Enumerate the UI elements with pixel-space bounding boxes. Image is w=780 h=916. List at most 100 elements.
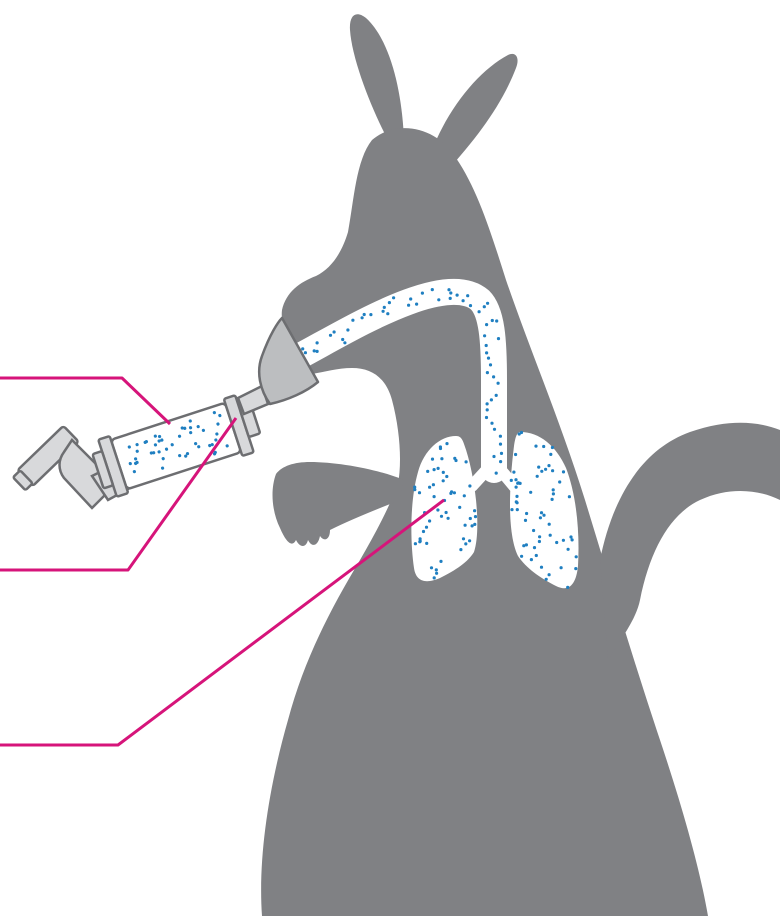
particle-dot <box>440 515 443 518</box>
particle-dot <box>313 349 316 352</box>
particle-dot <box>542 445 545 448</box>
particle-dot <box>544 468 547 471</box>
particle-dot <box>492 375 495 378</box>
particle-dot <box>439 447 442 450</box>
particle-dot <box>486 402 489 405</box>
particle-dot <box>333 330 336 333</box>
particle-dot <box>510 508 513 511</box>
particle-dot <box>454 459 457 462</box>
particle-dot <box>316 341 319 344</box>
particle-dot <box>525 543 528 546</box>
particle-dot <box>552 488 555 491</box>
particle-dot <box>466 294 469 297</box>
particle-dot <box>428 519 431 522</box>
particle-dot <box>486 408 489 411</box>
particle-dot <box>535 554 538 557</box>
particle-dot <box>388 301 391 304</box>
particle-dot <box>571 538 574 541</box>
particle-dot <box>413 486 416 489</box>
particle-dot <box>547 464 550 467</box>
particle-dot <box>491 319 494 322</box>
particle-dot <box>473 509 476 512</box>
particle-dot <box>499 443 502 446</box>
particle-dot <box>558 480 561 483</box>
particle-dot <box>361 316 364 319</box>
particle-dot <box>437 467 440 470</box>
particle-dot <box>492 455 495 458</box>
particle-dot <box>562 539 565 542</box>
particle-dot <box>450 490 453 493</box>
particle-dot <box>540 470 543 473</box>
particle-dot <box>462 537 465 540</box>
particle-dot <box>516 508 519 511</box>
particle-dot <box>536 475 539 478</box>
particle-dot <box>514 478 517 481</box>
particle-dot <box>537 466 540 469</box>
particle-dot <box>549 534 552 537</box>
particle-dot <box>435 568 438 571</box>
particle-dot <box>392 296 395 299</box>
particle-dot <box>445 442 448 445</box>
particle-dot <box>431 288 434 291</box>
particle-dot <box>539 516 542 519</box>
particle-dot <box>562 470 565 473</box>
particle-dot <box>524 519 527 522</box>
particle-dot <box>497 337 500 340</box>
particle-dot <box>485 344 488 347</box>
particle-dot <box>487 357 490 360</box>
particle-dot <box>449 291 452 294</box>
particle-dot <box>414 542 417 545</box>
particle-dot <box>495 472 498 475</box>
particle-dot <box>567 548 570 551</box>
particle-dot <box>485 351 488 354</box>
particle-dot <box>468 539 471 542</box>
particle-dot <box>551 469 554 472</box>
particle-dot <box>530 558 533 561</box>
particle-dot <box>485 416 488 419</box>
particle-dot <box>407 304 410 307</box>
particle-dot <box>382 310 385 313</box>
particle-dot <box>363 313 366 316</box>
particle-dot <box>500 452 503 455</box>
particle-dot <box>533 546 536 549</box>
particle-dot <box>515 486 518 489</box>
particle-dot <box>495 319 498 322</box>
particle-dot <box>490 422 493 425</box>
particle-dot <box>471 524 474 527</box>
particle-dot <box>419 537 422 540</box>
particle-dot <box>495 394 498 397</box>
particle-dot <box>445 511 448 514</box>
particle-dot <box>569 535 572 538</box>
particle-dot <box>532 529 535 532</box>
particle-dot <box>540 511 543 514</box>
particle-dot <box>469 304 472 307</box>
particle-dot <box>490 398 493 401</box>
particle-dot <box>515 495 518 498</box>
particle-dot <box>343 341 346 344</box>
particle-dot <box>437 298 440 301</box>
particle-dot <box>445 475 448 478</box>
particle-dot <box>447 288 450 291</box>
particle-dot <box>415 303 418 306</box>
particle-dot <box>341 338 344 341</box>
particle-dot <box>483 334 486 337</box>
particle-dot <box>485 323 488 326</box>
particle-dot <box>464 524 467 527</box>
particle-dot <box>329 334 332 337</box>
particle-dot <box>538 535 541 538</box>
particle-dot <box>566 586 569 589</box>
particle-dot <box>545 578 548 581</box>
particle-dot <box>575 555 578 558</box>
particle-dot <box>425 542 428 545</box>
particle-dot <box>469 517 472 520</box>
particle-dot <box>489 363 492 366</box>
particle-dot <box>464 542 467 545</box>
particle-dot <box>551 498 554 501</box>
particle-dot <box>346 328 349 331</box>
particle-dot <box>538 540 541 543</box>
callout-line-spacer-top <box>0 378 170 424</box>
particle-dot <box>447 517 450 520</box>
particle-dot <box>478 310 481 313</box>
particle-dot <box>351 319 354 322</box>
particle-dot <box>433 576 436 579</box>
